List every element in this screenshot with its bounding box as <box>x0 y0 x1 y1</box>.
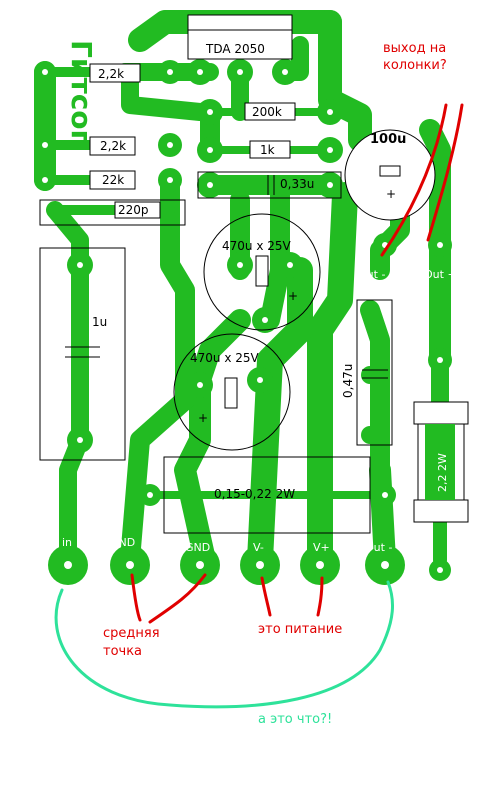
label-r2: 2,2k <box>100 139 126 153</box>
question-loop <box>54 580 394 709</box>
label-c6: 1u <box>92 315 107 329</box>
label-c3: 100u <box>370 132 406 147</box>
speaker-wire-plus <box>426 103 464 242</box>
pad-label-in: in <box>62 536 72 549</box>
pad-label-vplus: V+ <box>313 541 330 554</box>
midpoint-arrow-1 <box>130 573 142 622</box>
pad-label-out-minus: Out - <box>365 541 392 554</box>
label-r7: 2,2 2W <box>436 453 449 492</box>
pad-holes <box>42 69 443 573</box>
note-speakers-line2: колонки? <box>383 58 447 73</box>
pad-label-vminus: V- <box>253 541 264 554</box>
note-power: это питание <box>258 622 342 637</box>
pad-label-gnd1: GND <box>110 536 135 549</box>
chip-label: TDA 2050 <box>205 42 265 56</box>
polarity-plus-c5: + <box>198 411 208 425</box>
label-r5: 1k <box>260 143 275 157</box>
speaker-wire-minus <box>380 103 448 257</box>
pad-label-out-plus: Out + <box>424 268 457 281</box>
label-c1: 220p <box>118 203 149 217</box>
silkscreen <box>39 14 469 534</box>
label-r3: 22k <box>102 173 124 187</box>
polarity-plus-c4: + <box>288 289 298 303</box>
note-midpoint-line1: средняя <box>103 626 160 641</box>
label-r6: 0,15-0,22 2W <box>214 487 295 501</box>
hand-drawn-annotations <box>54 103 464 709</box>
pad-label-out-minus-mid: Out - <box>358 268 385 281</box>
pad-label-gnd2: GND <box>185 541 210 554</box>
label-c4: 470u x 25V <box>222 239 292 253</box>
copper-traces <box>34 10 451 573</box>
label-r4: 200k <box>252 105 282 119</box>
power-resistor-body <box>425 424 455 500</box>
note-speakers-line1: выход на <box>383 41 446 56</box>
label-c7: 0,47u <box>341 364 355 398</box>
note-question: а это что?! <box>258 712 332 727</box>
label-r1: 2,2k <box>98 67 124 81</box>
label-c5: 470u x 25V <box>190 351 260 365</box>
polarity-plus-c3: + <box>386 187 396 201</box>
power-arrow-1 <box>260 576 272 617</box>
midpoint-arrow-2 <box>148 573 207 624</box>
board-logo: Гитсоп <box>65 40 98 149</box>
note-midpoint-line2: точка <box>103 644 142 659</box>
power-arrow-2 <box>316 576 324 617</box>
label-c2: 0,33u <box>280 177 314 191</box>
